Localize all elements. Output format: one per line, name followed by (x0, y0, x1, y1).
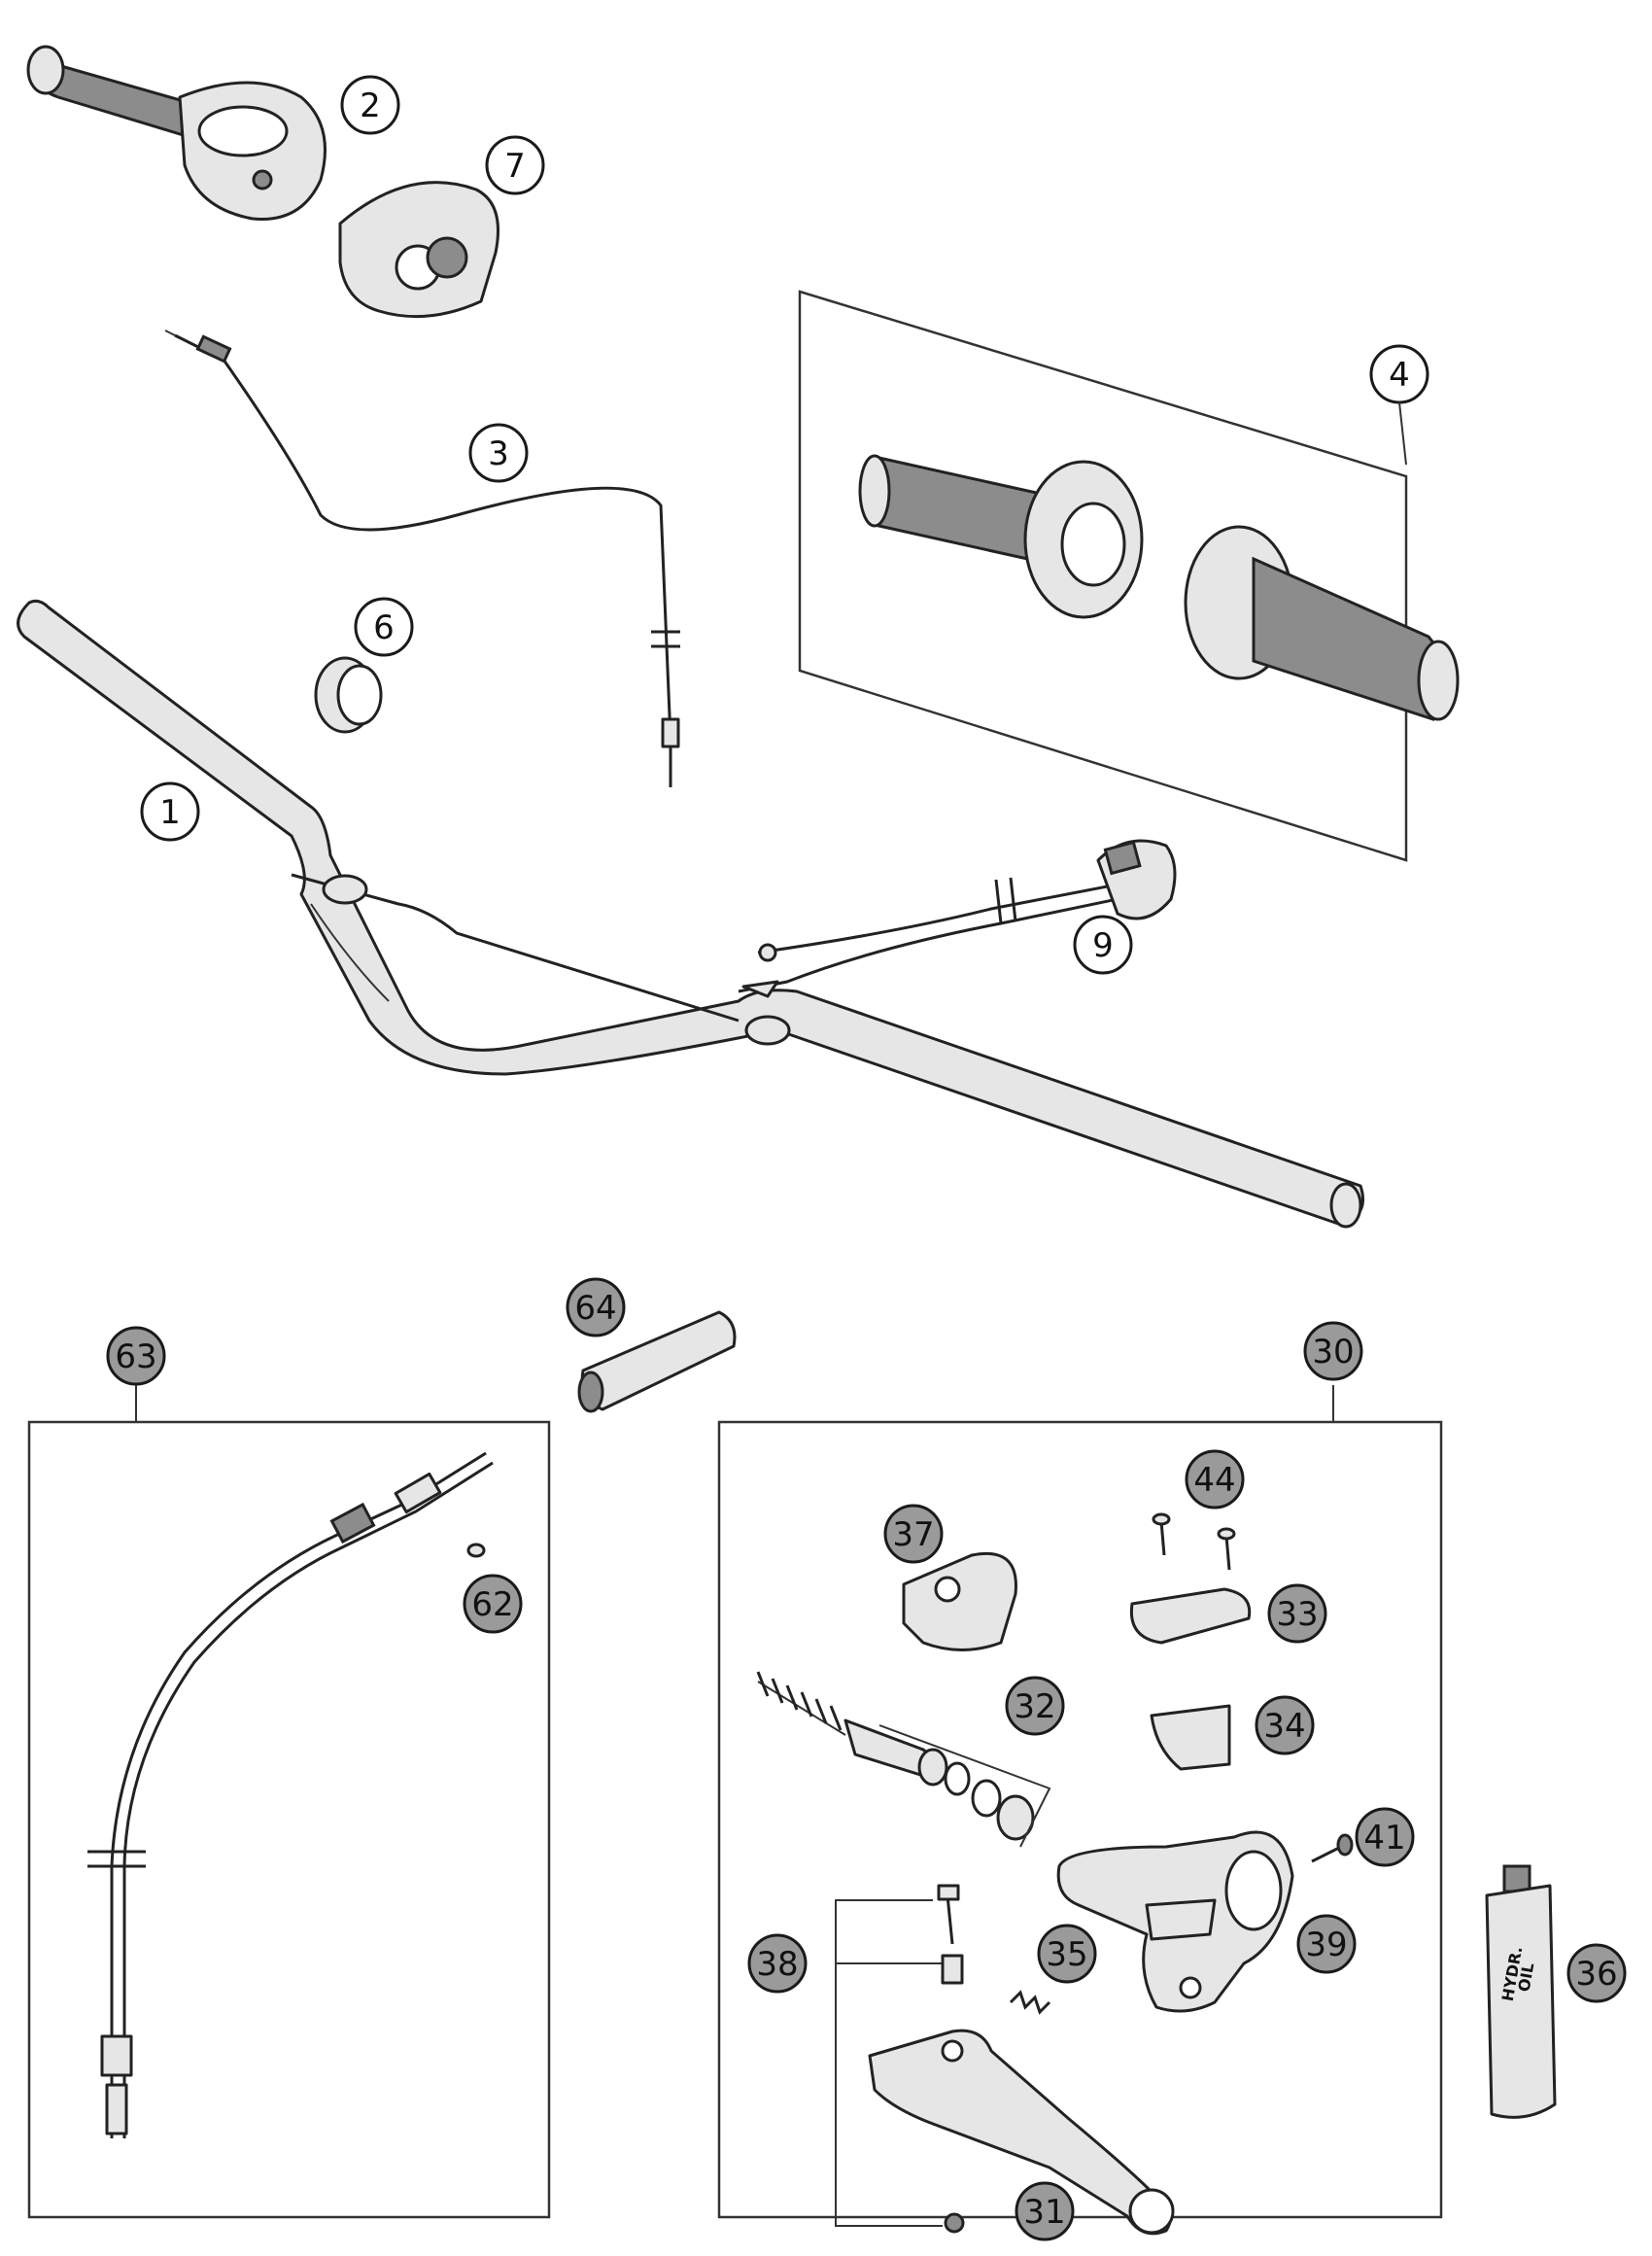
svg-text:2: 2 (360, 87, 381, 125)
svg-text:9: 9 (1092, 926, 1114, 965)
svg-text:6: 6 (373, 608, 395, 647)
callout-3: 3 (468, 423, 529, 483)
callout-4: 4 (1369, 344, 1429, 466)
callout-37: 37 (883, 1504, 944, 1564)
svg-text:37: 37 (892, 1515, 934, 1554)
svg-text:4: 4 (1389, 356, 1410, 395)
svg-text:3: 3 (488, 434, 509, 473)
svg-text:41: 41 (1363, 1819, 1405, 1857)
bottle-label-line2: OIL (1514, 1961, 1537, 1994)
kill-switch (738, 839, 1177, 998)
callout-30: 30 (1303, 1321, 1363, 1381)
callout-34: 34 (1255, 1695, 1315, 1755)
callout-36: 36 (1566, 1943, 1627, 2003)
callout-9: 9 (1073, 915, 1133, 975)
throttle-cable (164, 330, 680, 787)
svg-text:32: 32 (1014, 1687, 1055, 1726)
throttle-cover (338, 181, 499, 319)
svg-text:30: 30 (1312, 1333, 1354, 1371)
callout-31: 31 (1015, 2181, 1075, 2241)
callout-44: 44 (1185, 1449, 1245, 1510)
callout-6: 6 (354, 597, 414, 657)
svg-text:39: 39 (1305, 1926, 1347, 1964)
svg-text:7: 7 (504, 147, 526, 186)
callout-39: 39 (1296, 1914, 1357, 1974)
svg-text:36: 36 (1575, 1955, 1617, 1994)
callout-7: 7 (485, 135, 545, 195)
callout-1: 1 (140, 781, 200, 842)
svg-text:64: 64 (574, 1289, 616, 1328)
callout-64: 64 (566, 1277, 626, 1337)
hydraulic-oil-bottle: HYDR. OIL (1485, 1864, 1557, 2119)
svg-text:31: 31 (1023, 2193, 1065, 2232)
svg-text:35: 35 (1046, 1935, 1087, 1974)
svg-text:62: 62 (471, 1585, 513, 1624)
svg-text:34: 34 (1263, 1707, 1305, 1746)
callout-38: 38 (747, 1933, 808, 1994)
svg-text:33: 33 (1276, 1595, 1318, 1634)
callout-62: 62 (463, 1574, 523, 1634)
brake-master-cylinder-kit (717, 1385, 1443, 2236)
callout-63: 63 (106, 1326, 166, 1386)
bar-end-plug (577, 1310, 737, 1413)
callout-35: 35 (1037, 1924, 1097, 1984)
callout-2: 2 (340, 75, 400, 135)
svg-text:44: 44 (1193, 1461, 1235, 1500)
callout-33: 33 (1267, 1583, 1327, 1644)
callout-41: 41 (1355, 1807, 1415, 1867)
grip-set (798, 290, 1460, 862)
svg-text:63: 63 (115, 1337, 156, 1376)
handlebar-ring (314, 656, 383, 734)
svg-text:1: 1 (159, 793, 181, 832)
handlebar (17, 599, 1364, 1229)
svg-text:38: 38 (756, 1945, 798, 1984)
throttle-grip-assembly (26, 45, 327, 221)
callout-32: 32 (1005, 1676, 1065, 1736)
clutch-cable-kit (27, 1385, 551, 2219)
